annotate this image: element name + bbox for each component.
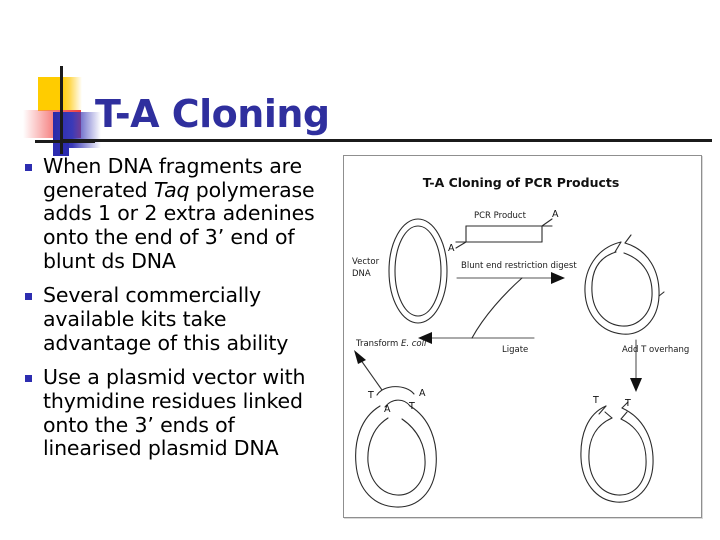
bullet-1-pre: When DNA fragments are generated [43, 154, 302, 202]
bullet-text-1: When DNA fragments are generated Taq pol… [43, 154, 335, 273]
label-blunt-end-restriction-digest: Blunt end restriction digest [461, 261, 577, 271]
page-title: T-A Cloning [95, 92, 330, 137]
figure-title: T-A Cloning of PCR Products [423, 175, 620, 190]
bullet-text-2: Several commercially available kits take… [43, 283, 289, 355]
bullet-1-post: polymerase adds 1 or 2 extra adenines on… [43, 177, 315, 273]
label-vector-dna-line1: Vector [352, 257, 380, 267]
list-item: Use a plasmid vector with thymidine resi… [25, 366, 335, 461]
recomb-base-t-inner: T [408, 401, 415, 412]
bullet-marker-icon [25, 164, 32, 171]
bullet-marker-icon [25, 293, 32, 301]
recomb-base-t-left: T [367, 390, 374, 401]
recomb-base-a-right: A [419, 388, 426, 399]
bullet-text-3: Use a plasmid vector with thymidine resi… [43, 365, 306, 461]
label-vector-dna-line2: DNA [352, 269, 371, 279]
figure-image-frame: T-A Cloning of PCR Products [343, 155, 702, 518]
list-item: When DNA fragments are generated Taq pol… [25, 154, 335, 273]
bullet-marker-icon [25, 375, 32, 383]
decoration-vertical-line [60, 66, 63, 154]
list-item: Several commercially available kits take… [25, 284, 335, 355]
label-ligate: Ligate [502, 345, 528, 355]
bullet-1-italic: Taq [153, 177, 190, 202]
label-transform-prefix: Transform [355, 339, 401, 349]
pcr-base-a-right: A [552, 209, 559, 220]
label-pcr-product: PCR Product [474, 211, 527, 221]
vector-base-t-right: T [624, 398, 631, 409]
bullet-list: When DNA fragments are generated Taq pol… [25, 154, 335, 472]
title-underline-rule [60, 139, 712, 142]
vector-base-t-left: T [592, 395, 599, 406]
pcr-base-a-left: A [448, 243, 455, 254]
ta-cloning-diagram: T-A Cloning of PCR Products [344, 156, 699, 515]
label-add-t-overhang: Add T overhang [622, 345, 689, 355]
label-transform-species: E. coli [401, 339, 427, 349]
recomb-base-a-inner: A [384, 404, 391, 415]
label-transform-ecoli: Transform E. coli [355, 339, 427, 349]
